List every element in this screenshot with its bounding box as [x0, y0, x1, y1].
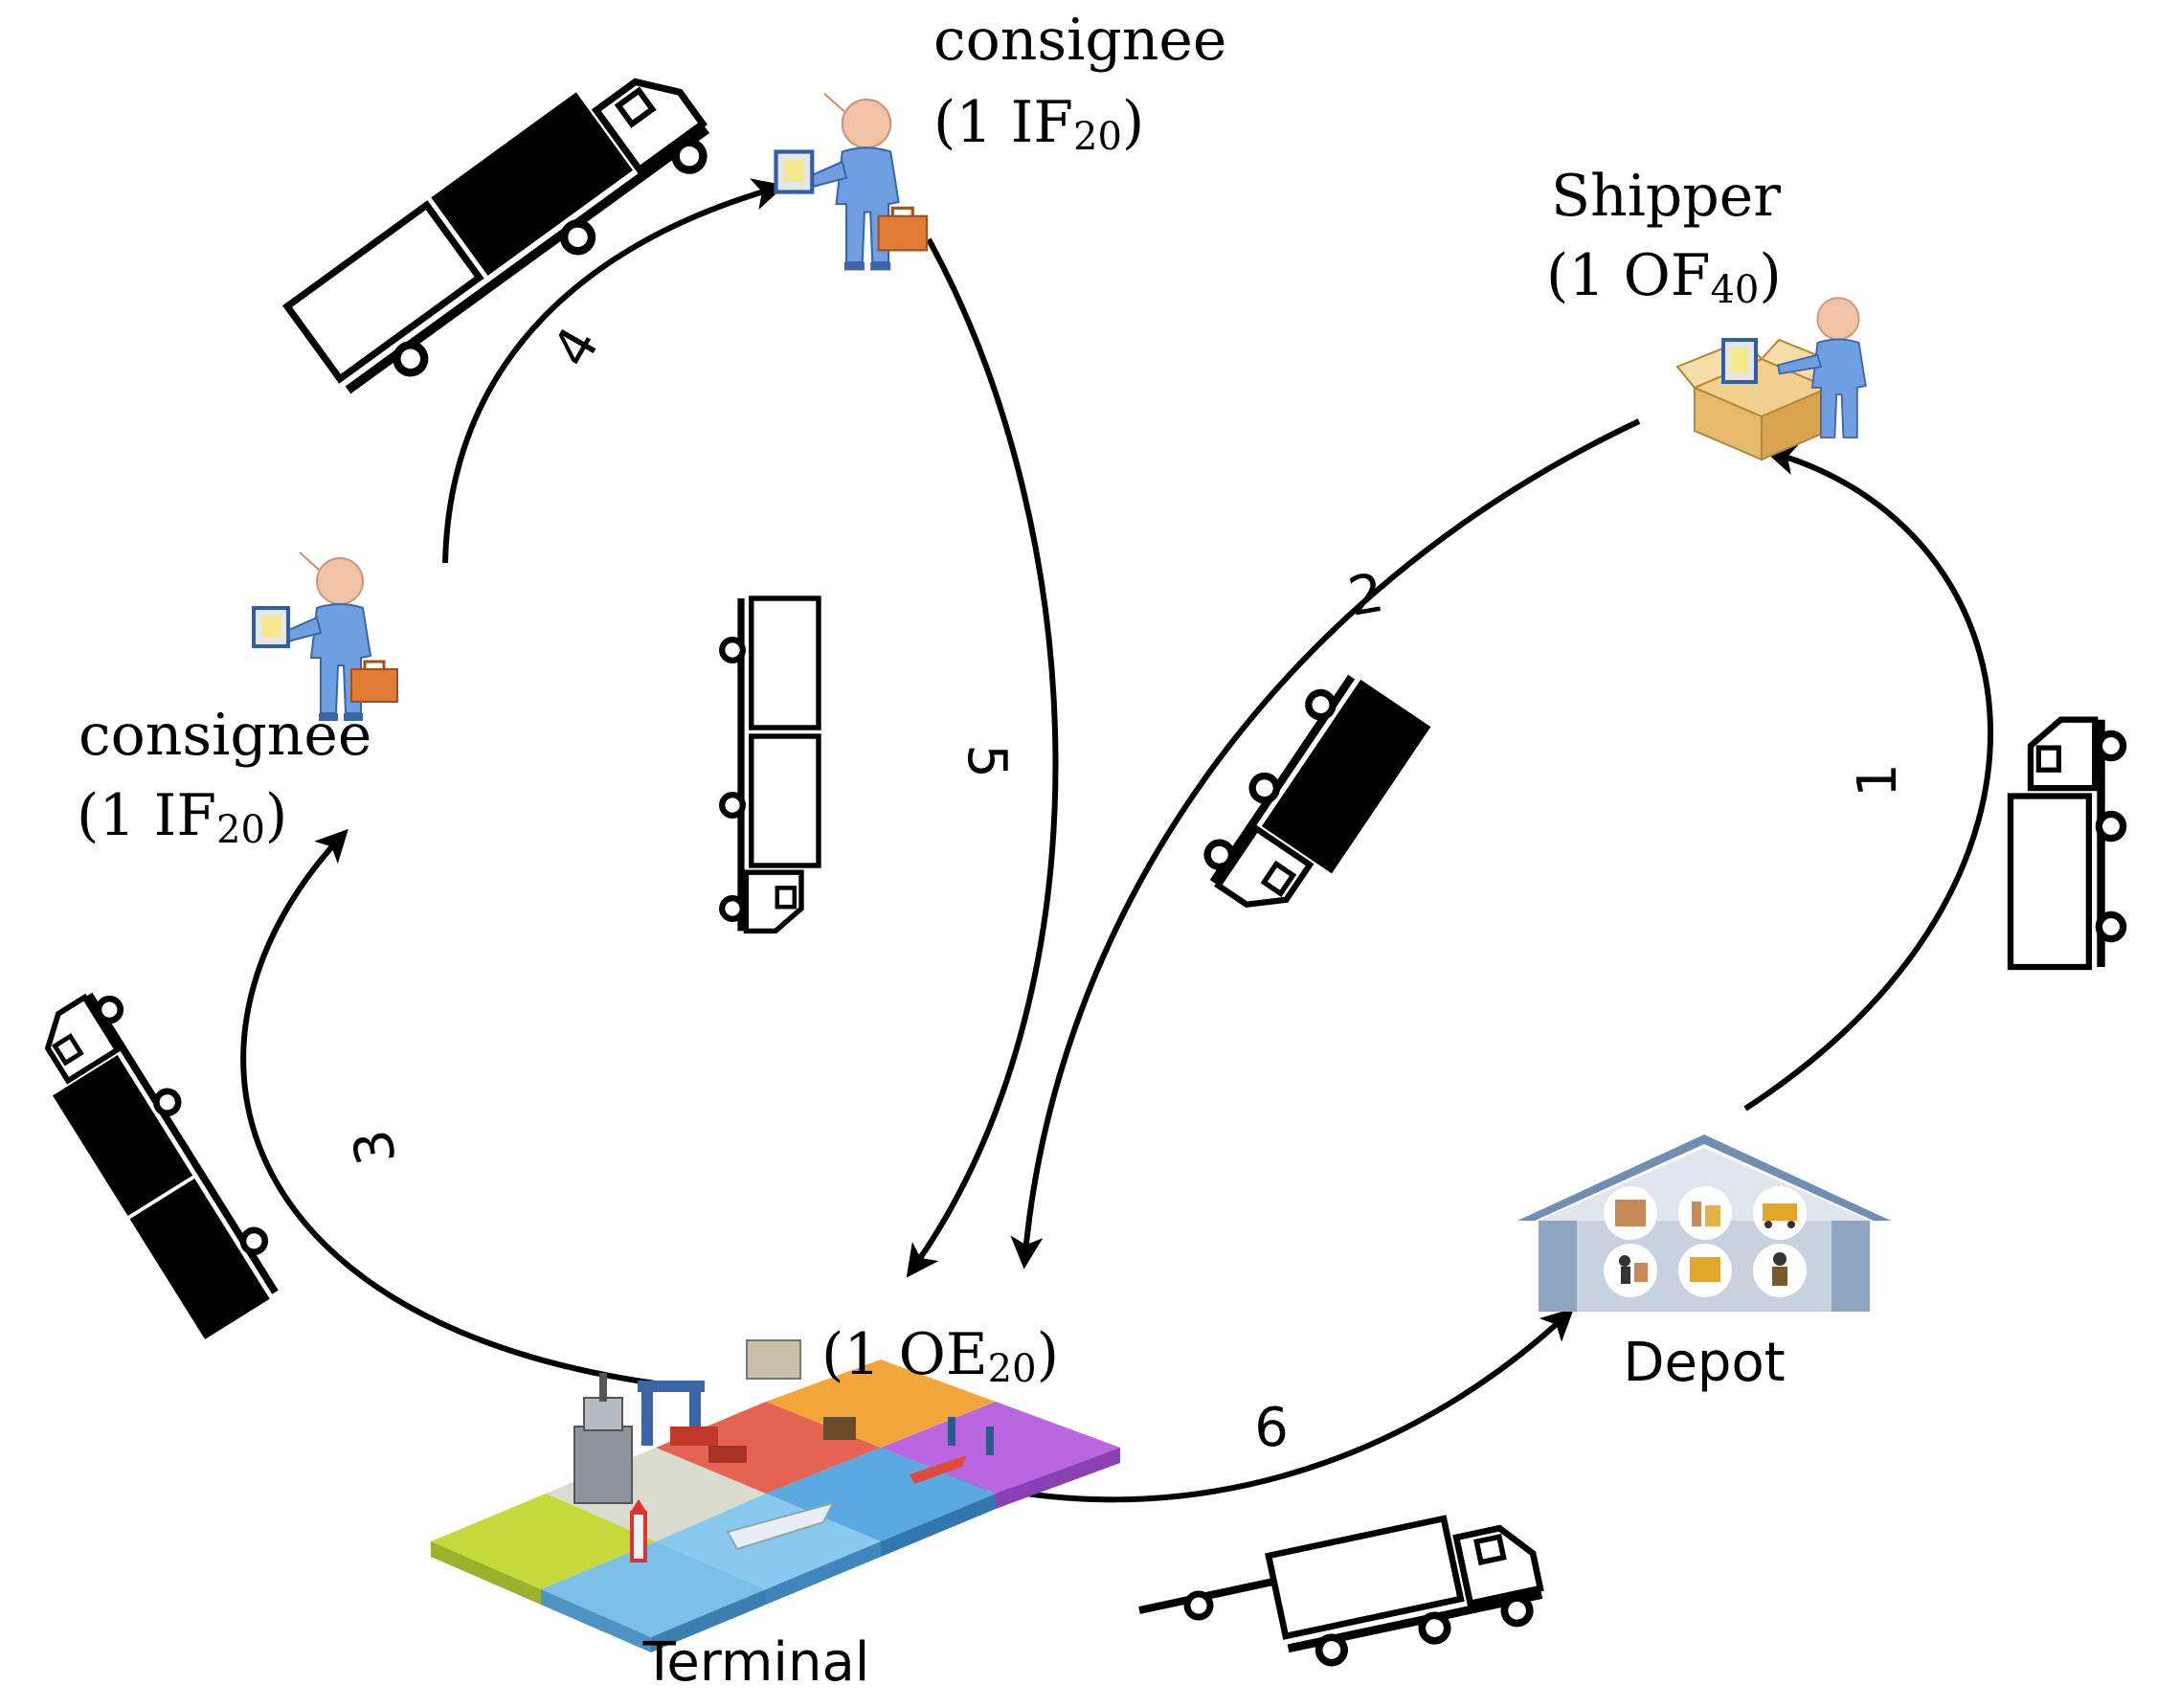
depot-icon: [1517, 1135, 1891, 1312]
consignee-left-name: consignee: [79, 702, 371, 769]
consignee-top-qty: (1 IF20): [933, 89, 1144, 159]
terminal-icon: [431, 1339, 1120, 1652]
consignee-left-qty: (1 IF20): [77, 782, 287, 852]
consignee-left-icon: [252, 551, 399, 723]
terminal-label: Terminal: [642, 1631, 870, 1694]
depot-label: Depot: [1623, 1332, 1785, 1394]
truck-icon: [722, 598, 819, 931]
arrow-step-6: [942, 1308, 1575, 1503]
step-label-4: 4: [541, 317, 612, 377]
truck-icon: [287, 46, 722, 411]
consignee-top-icon: [776, 94, 928, 271]
truck-icon: [20, 984, 293, 1336]
step-label-3: 3: [342, 1125, 409, 1169]
arrow-step-4: [442, 178, 786, 564]
shipper-icon: [1675, 297, 1867, 461]
step-label-5-display: 5: [955, 744, 1018, 778]
arrow-step-1: [1743, 443, 1993, 1112]
step-label-2: 2: [1344, 562, 1388, 629]
arrow-step-5: [906, 237, 1059, 1278]
shipper-qty: (1 OF40): [1546, 242, 1782, 312]
flow-arrows: [240, 178, 1993, 1503]
arrow-step-3: [240, 828, 657, 1386]
step-label-6: 6: [1254, 1397, 1289, 1459]
shipper-name: Shipper: [1551, 163, 1781, 230]
truck-icon: [2011, 720, 2123, 967]
truck-icon: [1195, 664, 1427, 933]
consignee-top-name: consignee: [933, 7, 1226, 74]
step-label-1: 1: [1847, 763, 1909, 798]
truck-icon: [1269, 1502, 1546, 1672]
terminal-load-label: (1 OE20): [821, 1321, 1059, 1391]
arrow-step-2: [1010, 418, 1641, 1270]
